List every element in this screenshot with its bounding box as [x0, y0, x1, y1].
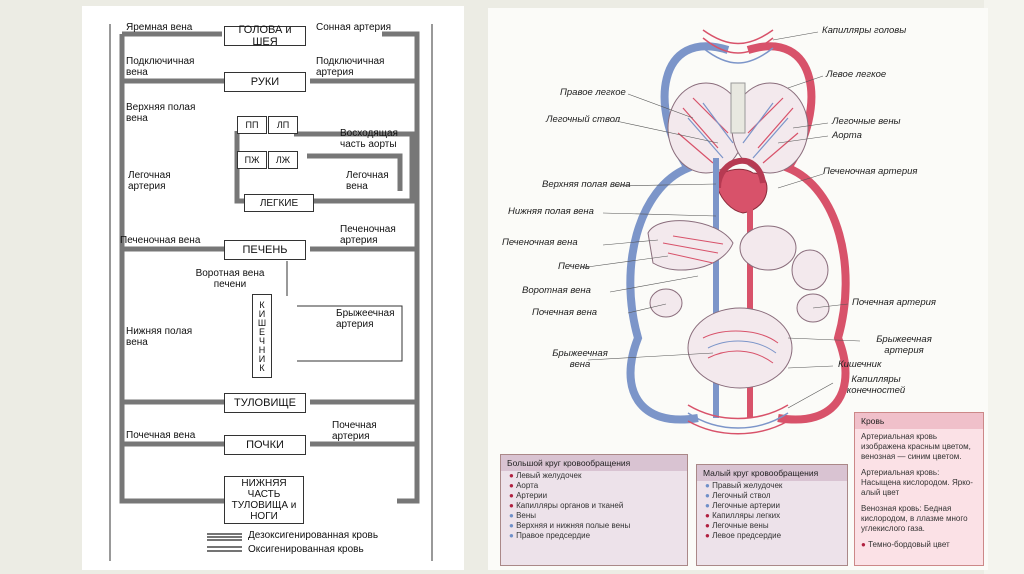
- blood-legend: Кровь Артериальная кровь изображена крас…: [854, 412, 984, 566]
- label-portal-vein: Воротная вена: [522, 285, 591, 296]
- label-ascending-aorta: Восходящая часть аорты: [340, 128, 398, 150]
- box-arms: РУКИ: [224, 72, 306, 92]
- slide-edge: [984, 0, 1024, 574]
- pulmonary-item: ● Легочные артерии: [705, 501, 780, 510]
- label-mesenteric-vein: Брыжеечная вена: [552, 348, 608, 370]
- label-pulmonary-vein: Легочная вена: [346, 170, 389, 192]
- systemic-item: ● Левый желудочек: [509, 471, 582, 480]
- systemic-item: ● Аорта: [509, 481, 539, 490]
- label-intestine: Кишечник: [838, 359, 882, 370]
- blood-text-1: Артериальная кровь изображена красным цв…: [861, 432, 971, 461]
- label-limb-capillaries: Капилляры конечностей: [846, 374, 906, 396]
- label-hepatic-artery: Печеночная артерия: [823, 166, 918, 177]
- blood-text-3: Венозная кровь: Бедная кислородом, в лла…: [861, 504, 968, 533]
- label-left-lung: Левое легкое: [826, 69, 887, 80]
- label-pulmonary-veins: Легочные вены: [832, 116, 901, 127]
- label-hepatic-artery: Печеночная артерия: [340, 224, 396, 246]
- box-left-ventricle: ЛЖ: [268, 151, 298, 169]
- label-portal-vein: Воротная вена печени: [195, 268, 265, 290]
- schematic-lines: [109, 24, 433, 561]
- box-right-ventricle: ПЖ: [237, 151, 267, 169]
- pulmonary-item: ● Левое предсердие: [705, 531, 782, 540]
- label-renal-vein: Почечная вена: [126, 430, 196, 441]
- anatomical-drawing: [579, 29, 861, 435]
- label-superior-vena-cava: Верхняя полая вена: [126, 102, 196, 124]
- blood-title: Кровь: [855, 413, 983, 429]
- box-intestine: КИШЕЧНИК: [252, 294, 272, 378]
- label-mesenteric-artery: Брыжеечная артерия: [876, 334, 932, 356]
- label-renal-vein: Почечная вена: [532, 307, 598, 318]
- label-pulmonary-trunk: Легочный ствол: [546, 114, 621, 125]
- label-inferior-vena-cava: Нижняя полая вена: [126, 326, 193, 348]
- box-kidneys: ПОЧКИ: [224, 435, 306, 455]
- schematic-circulation-diagram: ГОЛОВА и ШЕЯ РУКИ ПП ЛП ПЖ ЛЖ ЛЕГКИЕ ПЕЧ…: [82, 6, 464, 570]
- box-head-neck: ГОЛОВА и ШЕЯ: [224, 24, 306, 48]
- pulmonary-item: ● Легочный ствол: [705, 491, 771, 500]
- blood-text-4: ● Темно-бордовый цвет: [861, 540, 950, 549]
- label-renal-artery: Почечная артерия: [852, 297, 936, 308]
- label-superior-vena-cava: Верхняя полая вена: [542, 179, 631, 190]
- box-lungs: ЛЕГКИЕ: [244, 194, 314, 212]
- label-liver: Печень: [558, 261, 591, 272]
- label-subclavian-vein: Подключичная вена: [126, 56, 195, 78]
- pulmonary-item: ● Правый желудочек: [705, 481, 783, 490]
- systemic-item: ● Вены: [509, 511, 537, 520]
- label-hepatic-vein: Печеночная вена: [502, 237, 578, 248]
- pulmonary-circulation-legend: Малый круг кровообращения ● Правый желуд…: [696, 464, 848, 566]
- pulmonary-title: Малый круг кровообращения: [697, 465, 847, 481]
- box-right-atrium: ПП: [237, 116, 267, 134]
- label-hepatic-vein: Печеночная вена: [120, 235, 201, 246]
- systemic-title: Большой круг кровообращения: [501, 455, 687, 471]
- label-subclavian-artery: Подключичная артерия: [316, 56, 385, 78]
- box-left-atrium: ЛП: [268, 116, 298, 134]
- pulmonary-item: ● Капилляры легких: [705, 511, 781, 520]
- label-right-lung: Правое легкое: [560, 87, 626, 98]
- label-aorta: Аорта: [832, 130, 862, 141]
- systemic-item: ● Правое предсердие: [509, 531, 591, 540]
- label-jugular-vein: Яремная вена: [126, 22, 193, 33]
- systemic-circulation-legend: Большой круг кровообращения ● Левый желу…: [500, 454, 688, 566]
- legend-deoxygenated: Дезоксигенированная кровь: [248, 530, 379, 541]
- anatomical-circulation-illustration: Капилляры головы Левое легкое Правое лег…: [488, 8, 988, 570]
- label-inferior-vena-cava: Нижняя полая вена: [508, 206, 594, 217]
- legend-oxygenated: Оксигенированная кровь: [248, 544, 364, 555]
- label-head-capillaries: Капилляры головы: [822, 25, 907, 36]
- label-carotid-artery: Сонная артерия: [316, 22, 392, 33]
- systemic-item: ● Артерии: [509, 491, 548, 500]
- blood-text-2: Артериальная кровь: Насыщена кислородом.…: [861, 468, 973, 497]
- label-renal-artery: Почечная артерия: [332, 420, 377, 442]
- label-mesenteric-artery: Брыжеечная артерия: [336, 308, 395, 330]
- box-trunk: ТУЛОВИЩЕ: [224, 393, 306, 413]
- pulmonary-item: ● Легочные вены: [705, 521, 769, 530]
- systemic-item: ● Капилляры органов и тканей: [509, 501, 624, 510]
- systemic-item: ● Верхняя и нижняя полые вены: [509, 521, 631, 530]
- label-pulmonary-artery: Легочная артерия: [128, 170, 171, 192]
- box-liver: ПЕЧЕНЬ: [224, 240, 306, 260]
- box-lower-body: НИЖНЯЯ ЧАСТЬ ТУЛОВИЩА и НОГИ: [224, 476, 304, 524]
